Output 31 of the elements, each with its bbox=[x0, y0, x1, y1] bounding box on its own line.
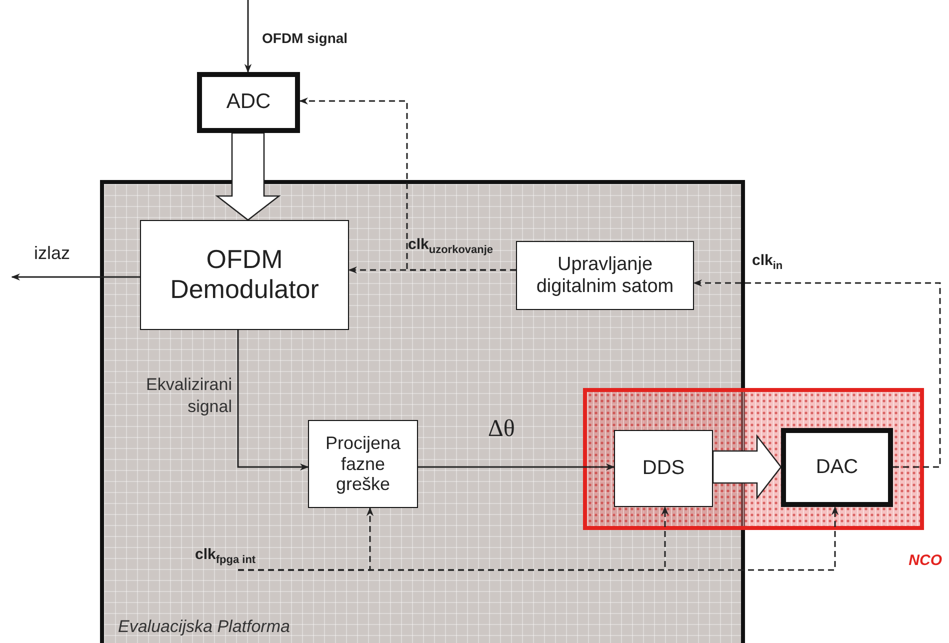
clock-arrow bbox=[299, 97, 516, 271]
block-box bbox=[140, 220, 349, 330]
arrow bbox=[244, 0, 252, 73]
block-box bbox=[516, 241, 694, 310]
block-label: OFDM Demodulator bbox=[169, 245, 320, 305]
edge-label: clk$_{in}$ bbox=[752, 252, 783, 272]
edge-label: OFDM signal bbox=[262, 30, 348, 46]
arrow bbox=[11, 273, 140, 281]
block-label: ADC bbox=[225, 90, 272, 115]
arrow bbox=[237, 330, 309, 471]
board-panel bbox=[100, 180, 745, 643]
block-label: DDS bbox=[641, 457, 686, 480]
block-box bbox=[781, 428, 893, 507]
block-box bbox=[614, 430, 713, 507]
edge-label: Δθ bbox=[488, 416, 515, 443]
block-box bbox=[308, 420, 418, 508]
edge-label: izlaz bbox=[34, 243, 70, 264]
block-box bbox=[197, 72, 300, 133]
block-label: Upravljanje digitalnim satom bbox=[535, 254, 675, 298]
panel-title: Evaluacijska Platforma bbox=[118, 617, 290, 637]
block-title: NCO bbox=[908, 552, 942, 569]
block-arrow bbox=[215, 132, 281, 221]
arrow bbox=[418, 463, 615, 471]
edge-label: clk$_{uzorkovanje}$ bbox=[408, 236, 494, 256]
block-arrow bbox=[712, 434, 782, 500]
clock-arrow bbox=[238, 506, 839, 571]
block-label: DAC bbox=[814, 456, 860, 479]
clock-arrow bbox=[693, 279, 941, 468]
edge-label: clk$_{fpga int}$ bbox=[195, 546, 256, 566]
edge-label: Ekvalizirani signal bbox=[145, 374, 232, 418]
block-label: Procijena fazne greške bbox=[324, 432, 402, 496]
